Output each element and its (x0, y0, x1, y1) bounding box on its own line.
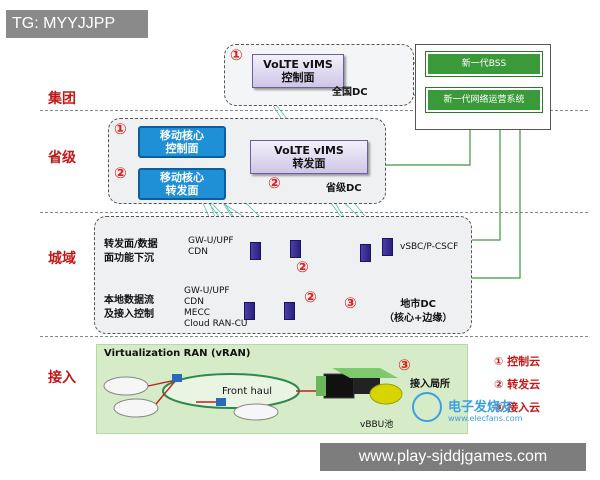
city-row2-item: Cloud RAN-CU (184, 319, 248, 329)
vims-forward-line1: VoLTE vIMS (274, 144, 344, 157)
server-icon (382, 238, 393, 256)
server-icon (360, 244, 371, 262)
separator (40, 212, 588, 213)
office-label: 接入局所 (410, 379, 450, 390)
province-number-1: ① (114, 120, 127, 138)
server-icon (250, 242, 261, 260)
city-row2-line2: 及接入控制 (104, 309, 154, 320)
province-number-2: ② (114, 164, 127, 182)
legend-number: ③ (494, 401, 504, 414)
fronthaul-label: Front haul (222, 386, 273, 397)
watermark-url: www.play-sjddjgames.com (320, 443, 586, 471)
legend-item-access: ③ 接入云 (494, 396, 540, 419)
city-row2-title: 本地数据流 及接入控制 (104, 294, 154, 322)
group-dc-label: 全国DC (332, 87, 368, 98)
server-icon (244, 302, 255, 320)
group-vims-line2: 控制面 (281, 71, 315, 84)
city-row2-item: MECC (184, 308, 211, 318)
legend-label: 控制云 (507, 355, 541, 368)
core-control-line1: 移动核心 (160, 129, 204, 142)
core-control-line2: 控制面 (165, 142, 199, 155)
city-dc-label-line1: 地市DC (400, 299, 437, 310)
province-number-3: ② (268, 174, 281, 192)
level-group-label: 集团 (48, 91, 76, 107)
oss-box: 新一代网络运营系统 (425, 87, 543, 113)
core-forward-box: 移动核心 转发面 (138, 168, 226, 200)
server-icon (284, 302, 295, 320)
vsbc-label: vSBC/P-CSCF (400, 242, 459, 252)
logo-name: 电子发烧友 (448, 400, 514, 415)
city-row2-items: GW-U/UPF CDN MECC Cloud RAN-CU (184, 286, 247, 330)
core-forward-line1: 移动核心 (160, 171, 204, 184)
legend-item-forward: ② 转发云 (494, 373, 540, 396)
level-city-label: 城域 (48, 251, 76, 267)
legend-number: ② (494, 378, 504, 391)
legend: ① 控制云 ② 转发云 ③ 接入云 (494, 350, 540, 419)
city-row1-line2: 面功能下沉 (104, 253, 154, 264)
province-dc-label: 省级DC (326, 183, 362, 194)
city-dc-label-line2: （核心+边缘） (384, 313, 453, 324)
group-vims-line1: VoLTE vIMS (263, 58, 333, 71)
city-row1-item: CDN (188, 247, 208, 257)
vran-title: Virtualization RAN (vRAN) (104, 348, 251, 359)
legend-label: 接入云 (507, 401, 541, 414)
bss-box: 新一代BSS (425, 51, 543, 77)
city-row1-line1: 转发面/数据 (104, 239, 158, 250)
city-dc-label: 地市DC （核心+边缘） (384, 298, 452, 326)
level-access-label: 接入 (48, 370, 76, 386)
city-number-c: ③ (344, 294, 357, 312)
level-province-label: 省级 (48, 150, 76, 166)
logo-icon (412, 392, 442, 422)
city-number-a: ② (296, 258, 309, 276)
vbbu-label: vBBU池 (360, 420, 394, 430)
access-number: ③ (398, 356, 411, 374)
tag-label: TG: MYYJJPP (6, 10, 148, 38)
fronthaul-diagram (103, 368, 403, 421)
server-icon (290, 240, 301, 258)
legend-label: 转发云 (507, 378, 541, 391)
vims-forward-box: VoLTE vIMS 转发面 (250, 140, 368, 174)
vims-forward-line2: 转发面 (292, 157, 326, 170)
core-control-box: 移动核心 控制面 (138, 126, 226, 158)
city-row2-item: GW-U/UPF (184, 286, 230, 296)
city-row2-item: CDN (184, 297, 204, 307)
city-row2-line1: 本地数据流 (104, 295, 154, 306)
city-row1-title: 转发面/数据 面功能下沉 (104, 238, 158, 266)
core-forward-line2: 转发面 (165, 184, 199, 197)
city-row1-item: GW-U/UPF (188, 236, 234, 246)
separator (40, 110, 588, 111)
logo-url: www.elecfans.com (448, 414, 523, 423)
group-dc-number: ① (230, 46, 243, 64)
legend-number: ① (494, 355, 504, 368)
city-dc-container (94, 216, 472, 334)
group-vims-control-box: VoLTE vIMS 控制面 (252, 54, 344, 88)
separator (40, 336, 588, 337)
legend-item-control: ① 控制云 (494, 350, 540, 373)
city-row1-items: GW-U/UPF CDN (188, 236, 234, 258)
city-number-b: ② (304, 288, 317, 306)
